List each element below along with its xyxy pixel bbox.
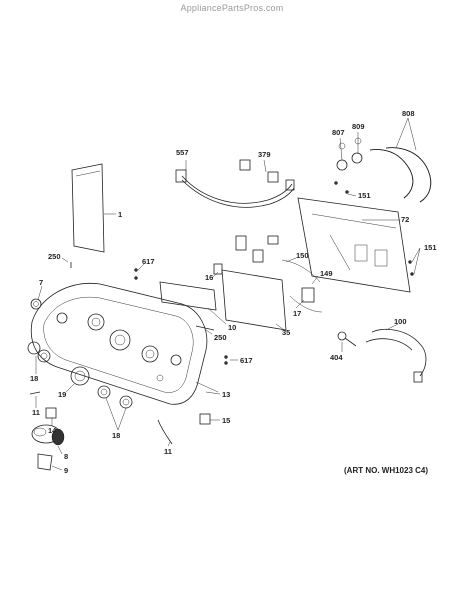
callout-617-top: 617	[142, 257, 155, 266]
part-13-control-console	[30, 282, 219, 405]
callout-807: 807	[332, 128, 345, 137]
callout-15: 15	[222, 416, 230, 425]
part-72-backsplash-bracket	[297, 197, 411, 293]
callout-8: 8	[64, 452, 68, 461]
part-11-clip	[29, 391, 173, 445]
callout-16: 16	[205, 273, 213, 282]
callout-617-bottom: 617	[240, 356, 253, 365]
part-15-bracket	[199, 413, 211, 425]
leader-lines	[35, 117, 421, 471]
callout-404: 404	[330, 353, 343, 362]
callout-557: 557	[176, 148, 189, 157]
callout-809: 809	[352, 122, 365, 131]
callout-379: 379	[258, 150, 271, 159]
part-617-screws	[134, 268, 228, 365]
part-19-knob	[70, 366, 90, 386]
callout-19: 19	[58, 390, 66, 399]
part-18-knobs-left	[27, 341, 51, 363]
callout-18-right: 18	[112, 431, 120, 440]
callout-149: 149	[320, 269, 333, 278]
callout-11-right: 11	[164, 447, 172, 456]
callout-11-left: 11	[32, 408, 40, 417]
callout-151-right: 151	[424, 243, 437, 252]
part-557-wire-harness	[175, 159, 295, 208]
callout-151-top: 151	[358, 191, 371, 200]
callout-7: 7	[39, 278, 43, 287]
callout-35: 35	[282, 328, 290, 337]
callout-17: 17	[293, 309, 301, 318]
part-7-knob	[30, 298, 42, 310]
callout-250-top: 250	[48, 252, 61, 261]
callout-1: 1	[118, 210, 122, 219]
part-8-assembly	[31, 424, 65, 446]
callout-808: 808	[402, 109, 415, 118]
callout-9: 9	[64, 466, 68, 475]
part-404-sensor	[337, 331, 357, 347]
callout-100: 100	[394, 317, 407, 326]
part-151-screws	[334, 181, 414, 276]
part-1-manual	[71, 163, 105, 253]
callout-13: 13	[222, 390, 230, 399]
part-14-switch	[45, 407, 57, 419]
part-18-knobs-right	[97, 385, 133, 409]
site-watermark: AppliancePartsPros.com	[180, 3, 284, 13]
callout-250-bottom: 250	[214, 333, 227, 342]
part-807-808-809-hoses	[336, 137, 432, 203]
callout-labels: 557 379 807 809 808 151 72 1 151 250 617…	[30, 109, 437, 475]
callout-18-left: 18	[30, 374, 38, 383]
callout-72: 72	[401, 215, 409, 224]
callout-14: 14	[48, 426, 57, 435]
art-number-note: (ART NO. WH1023 C4)	[344, 466, 429, 475]
part-35-control-board	[213, 235, 323, 331]
part-100-harness	[365, 328, 427, 383]
part-9-bracket	[37, 453, 53, 471]
callout-10: 10	[228, 323, 236, 332]
part-10-panel-cover	[159, 281, 217, 311]
callout-150: 150	[296, 251, 309, 260]
